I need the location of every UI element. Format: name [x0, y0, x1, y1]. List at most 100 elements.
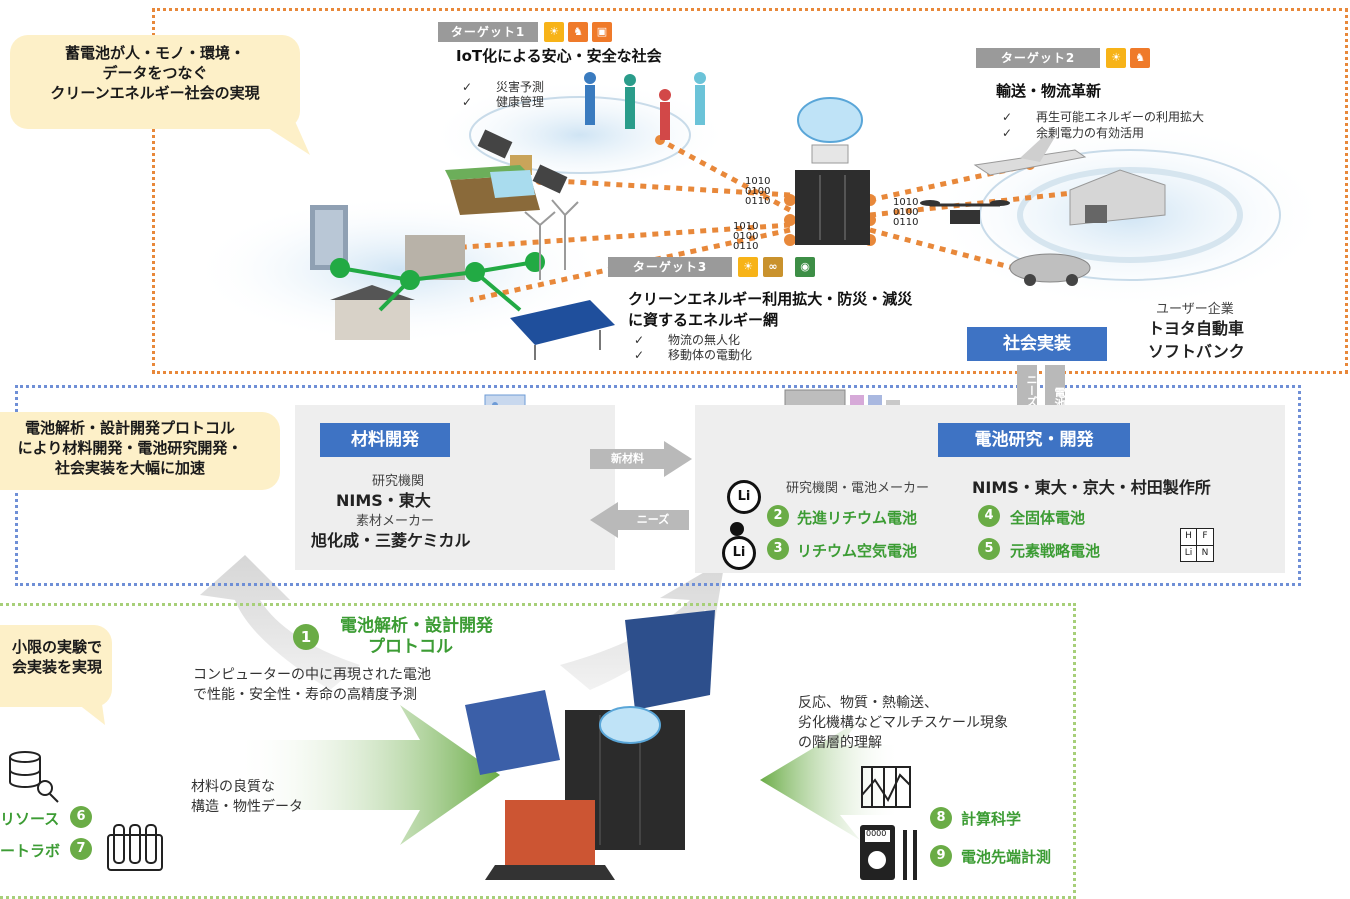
target1-tag: ターゲット1: [438, 22, 538, 42]
green-arrow-left: [235, 705, 500, 845]
materials-label: 材料開発: [320, 423, 450, 457]
research-label: 研究機関: [372, 474, 425, 489]
battery-orgs: NIMS・東大・京大・村田製作所: [972, 478, 1211, 497]
lithium-icon: Li: [727, 480, 761, 514]
oxygen-dot-icon: [730, 522, 744, 536]
database-icon: [9, 751, 59, 803]
item-number: 6: [70, 806, 92, 828]
target2-tag: ターゲット2: [976, 48, 1100, 68]
lab-label: ートラボ: [0, 842, 61, 860]
target1-title: IoT化による安心・安全な社会: [456, 47, 662, 65]
protocol-callout: 電池解析・設計開発プロトコル により材料開発・電池研究開発・ 社会実装を大幅に加…: [0, 412, 280, 490]
target2-title: 輸送・物流革新: [996, 82, 1102, 100]
target1-item: ✓健康管理: [462, 95, 545, 109]
energy-network: [330, 252, 545, 312]
callout-tail: [60, 690, 105, 725]
user-companies-label: ユーザー企業: [1156, 302, 1234, 317]
target2-item: ✓余剰電力の有効活用: [1002, 126, 1145, 140]
wind-turbine-icon: [524, 199, 579, 280]
sdg-icon: ♞: [1130, 48, 1150, 68]
research-orgs: NIMS・東大: [336, 491, 431, 510]
item-number: 9: [930, 845, 952, 867]
terrain-icon: [445, 165, 540, 215]
satellite-icon: [477, 129, 568, 194]
callout-line: クリーンエネルギー社会の実現: [50, 84, 260, 102]
sdg-icon: ♞: [568, 22, 588, 42]
item-number: 3: [767, 538, 789, 560]
people-icon: [584, 72, 706, 140]
material-data-text: 材料の良質な 構造・物性データ: [191, 779, 303, 815]
target2-item: ✓再生可能エネルギーの利用拡大: [1002, 110, 1205, 124]
item-number: 1: [293, 624, 319, 650]
green-arrow-right: [760, 720, 900, 840]
simulation-visual: [465, 610, 715, 880]
car-icon: [1009, 253, 1091, 286]
battery-rd-label: 電池研究・開発: [938, 423, 1130, 457]
target3-item: ✓物流の無人化: [634, 333, 741, 347]
company-name: ソフトバンク: [1148, 342, 1245, 361]
sdg-icon: ☀: [738, 257, 758, 277]
sdg-icon: ☀: [1106, 48, 1126, 68]
experiment-callout: 小限の実験で 会実装を実現: [0, 625, 112, 707]
computational-science-label: 計算科学: [961, 810, 1022, 828]
airplane-icon: [973, 135, 1087, 176]
callout-line: により材料開発・電池研究開発・: [17, 439, 243, 457]
arrow-head: [590, 502, 618, 538]
target3-item: ✓移動体の電動化: [634, 348, 753, 362]
sdg-icon: ◉: [795, 257, 815, 277]
meter-display: 0000: [866, 829, 887, 838]
warehouse-icon: [1069, 169, 1166, 226]
lithium-air-icon: Li: [722, 536, 756, 570]
protocol-description: コンピューターの中に再現された電池 で性能・安全性・寿命の高精度予測: [193, 667, 431, 703]
callout-line: 会実装を実現: [11, 658, 102, 676]
multiscale-text: 反応、物質・熱輸送、 劣化機構などマルチスケール現象 の階層的理解: [798, 695, 1008, 751]
advanced-measurement-label: 電池先端計測: [961, 848, 1052, 866]
gray-arrow-left: [200, 555, 360, 690]
protocol-title: 電池解析・設計開発 プロトコル: [340, 616, 493, 657]
needs-arrow: ニーズ: [617, 510, 689, 530]
sdg-icon: ∞: [763, 257, 783, 277]
battery-type: 先進リチウム電池: [797, 509, 918, 527]
callout-line: 小限の実験で: [11, 638, 102, 656]
battery-type: リチウム空気電池: [797, 542, 918, 560]
callout-tail: [240, 110, 310, 155]
maker-label: 素材メーカー: [356, 514, 435, 529]
drone-icon: [920, 200, 1010, 224]
callout-line: データをつなぐ: [102, 64, 208, 82]
chart-icon: [861, 766, 911, 808]
callout-line: 電池解析・設計開発プロトコル: [24, 419, 235, 437]
city-glow: [190, 195, 610, 345]
social-implementation-label: 社会実装: [967, 327, 1107, 361]
orgs-label: 研究機関・電池メーカー: [786, 481, 930, 496]
solar-panel-icon: [510, 300, 615, 360]
periodic-table-icon: H F Li N: [1180, 528, 1214, 562]
target1-item: ✓災害予測: [462, 80, 545, 94]
sdg-icon: ▣: [592, 22, 612, 42]
target3-title: クリーンエネルギー利用拡大・防災・減災 に資するエネルギー網: [628, 290, 913, 329]
server-icon: [795, 170, 870, 245]
resource-label: リソース: [0, 810, 60, 828]
ai-brain-icon: [797, 97, 863, 164]
item-number: 7: [70, 838, 92, 860]
society-region: [152, 8, 1348, 374]
item-number: 4: [978, 505, 1000, 527]
material-makers: 旭化成・三菱ケミカル: [311, 531, 471, 550]
battery-type: 元素戦略電池: [1010, 542, 1101, 560]
new-material-arrow: 新材料: [590, 449, 665, 469]
arrow-head: [664, 441, 692, 477]
multimeter-icon: [860, 825, 917, 880]
test-tubes-icon: [107, 824, 163, 871]
item-number: 8: [930, 807, 952, 829]
battery-type: 全固体電池: [1010, 509, 1086, 527]
callout-line: 社会実装を大幅に加速: [54, 459, 205, 477]
item-number: 5: [978, 538, 1000, 560]
company-name: トヨタ自動車: [1148, 319, 1245, 338]
gray-arrow-right: [560, 560, 725, 690]
needs-arrow: ニーズ: [1017, 365, 1038, 413]
target3-tag: ターゲット3: [608, 257, 732, 277]
item-number: 2: [767, 505, 789, 527]
callout-line: 蓄電池が人・モノ・環境・: [64, 44, 245, 62]
